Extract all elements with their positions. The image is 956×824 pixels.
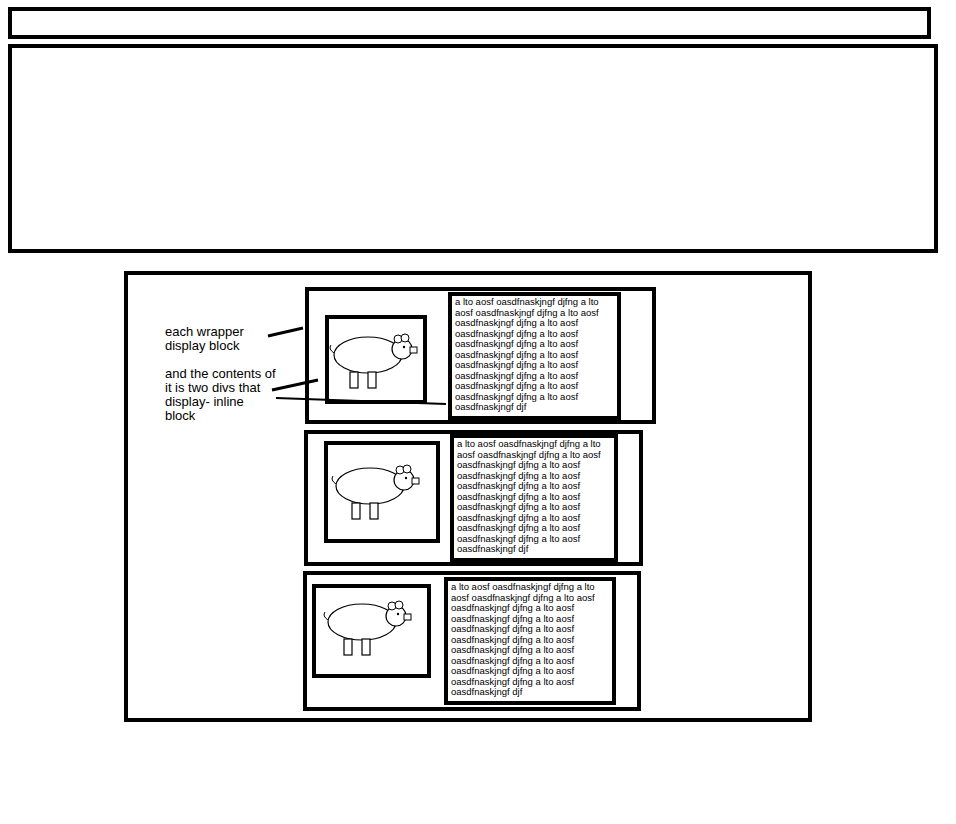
image-box: [326, 443, 438, 541]
wrapper-block: a lto aosf oasdfnaskjngf djfng a lto aos…: [305, 287, 656, 424]
text-box: a lto aosf oasdfnaskjngf djfng a lto aos…: [444, 577, 616, 705]
text-box: a lto aosf oasdfnaskjngf djfng a lto aos…: [450, 434, 618, 562]
filler-text: a lto aosf oasdfnaskjngf djfng a lto aos…: [455, 297, 614, 413]
header-panel: [10, 46, 936, 251]
text-box: a lto aosf oasdfnaskjngf djfng a lto aos…: [448, 292, 621, 420]
wrapper-block: a lto aosf oasdfnaskjngf djfng a lto aos…: [304, 430, 643, 566]
leader-line: [276, 398, 446, 404]
annotation-note: each wrapper display block: [165, 325, 265, 353]
pig-drawing: [330, 334, 417, 388]
leader-line: [268, 328, 303, 336]
leader-line: [272, 380, 318, 390]
image-box: [327, 317, 425, 402]
pig-drawing: [332, 465, 419, 519]
top-bar: [10, 9, 929, 37]
wrapper-block: a lto aosf oasdfnaskjngf djfng a lto aos…: [303, 571, 641, 711]
pig-drawing: [324, 601, 411, 655]
filler-text: a lto aosf oasdfnaskjngf djfng a lto aos…: [451, 582, 609, 698]
image-box: [314, 586, 429, 676]
filler-text: a lto aosf oasdfnaskjngf djfng a lto aos…: [457, 439, 611, 555]
annotation-note: and the contents of it is two divs that …: [165, 367, 277, 423]
